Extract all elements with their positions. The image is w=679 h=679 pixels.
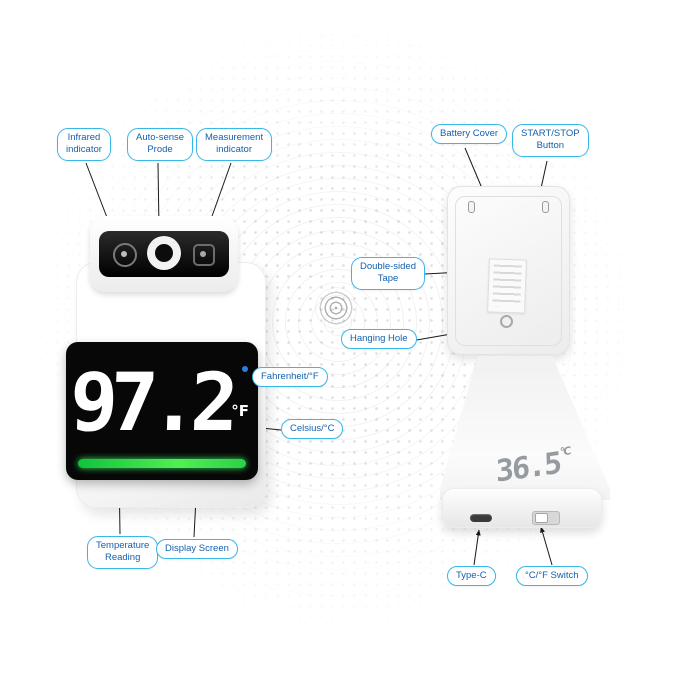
- thermometer-back-view: [447, 186, 570, 355]
- measurement-sensor-dot: [200, 251, 206, 257]
- label-infrared-indicator: Infrared indicator: [57, 128, 111, 161]
- hanging-hole: [500, 315, 513, 328]
- measurement-sensor: [193, 244, 215, 266]
- keyhole-slot-right: [542, 201, 549, 213]
- label-double-sided-tape: Double-sided Tape: [351, 257, 425, 290]
- thermometer-bottom-view: 36.5°C: [440, 356, 610, 536]
- product-sticker: [487, 258, 527, 314]
- label-measurement-indicator: Measurement indicator: [196, 128, 273, 161]
- fahrenheit-indicator-dot: [242, 366, 248, 372]
- probe-core: [155, 244, 173, 262]
- type-c-port: [470, 514, 492, 522]
- label-temperature-reading: Temperature Reading: [87, 536, 159, 569]
- unit-fahrenheit: °F: [231, 402, 249, 420]
- probe-head: [90, 216, 238, 292]
- label-battery-cover: Battery Cover: [431, 124, 508, 145]
- label-celsius: Celsius/°C: [281, 419, 344, 440]
- center-swirl-motif: [315, 287, 357, 329]
- green-level-bar: [78, 459, 246, 468]
- label-start-stop-button: START/STOP Button: [512, 124, 589, 157]
- temperature-display: 97.2 °F: [66, 342, 258, 480]
- sticker-text-lines: [492, 264, 522, 308]
- label-display-screen: Display Screen: [156, 539, 238, 560]
- label-cf-switch: °C/°F Switch: [516, 566, 588, 587]
- sensor-strip: [99, 231, 229, 277]
- infrared-sensor: [113, 243, 137, 267]
- cf-switch-control: [532, 511, 560, 525]
- keyhole-slot-left: [468, 201, 475, 213]
- battery-cover-seam: [455, 196, 562, 346]
- infrared-sensor-dot: [121, 251, 127, 257]
- label-hanging-hole: Hanging Hole: [341, 329, 417, 350]
- label-auto-sense-probe: Auto-sense Prode: [127, 128, 194, 161]
- auto-sense-probe: [147, 236, 181, 270]
- bottom-temperature-value: 36.5: [495, 445, 561, 490]
- bottom-base: [442, 488, 602, 528]
- bottom-unit: °C: [559, 444, 570, 459]
- cf-switch-knob: [535, 513, 548, 523]
- label-type-c: Type-C: [447, 566, 496, 587]
- temperature-value: 97.2: [68, 356, 233, 449]
- label-fahrenheit: Fahrenheit/°F: [252, 367, 328, 388]
